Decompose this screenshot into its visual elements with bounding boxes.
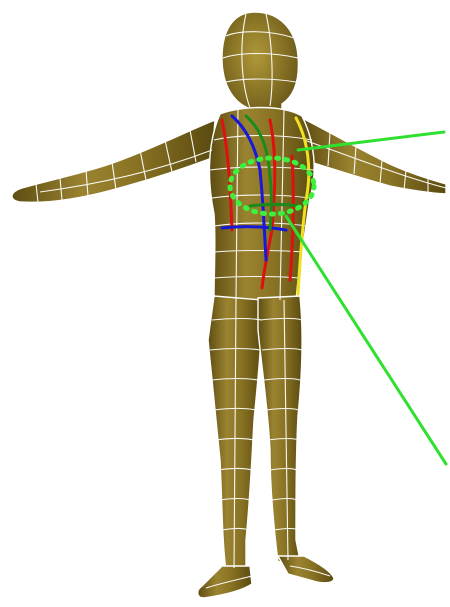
body-mesh — [12, 12, 446, 598]
pointer-line-lower — [286, 216, 446, 464]
left-arm — [12, 120, 215, 202]
green-edge-loop — [250, 205, 298, 207]
head — [222, 12, 298, 122]
right-leg — [258, 296, 302, 562]
right-arm — [302, 118, 446, 194]
left-foot — [198, 566, 252, 598]
